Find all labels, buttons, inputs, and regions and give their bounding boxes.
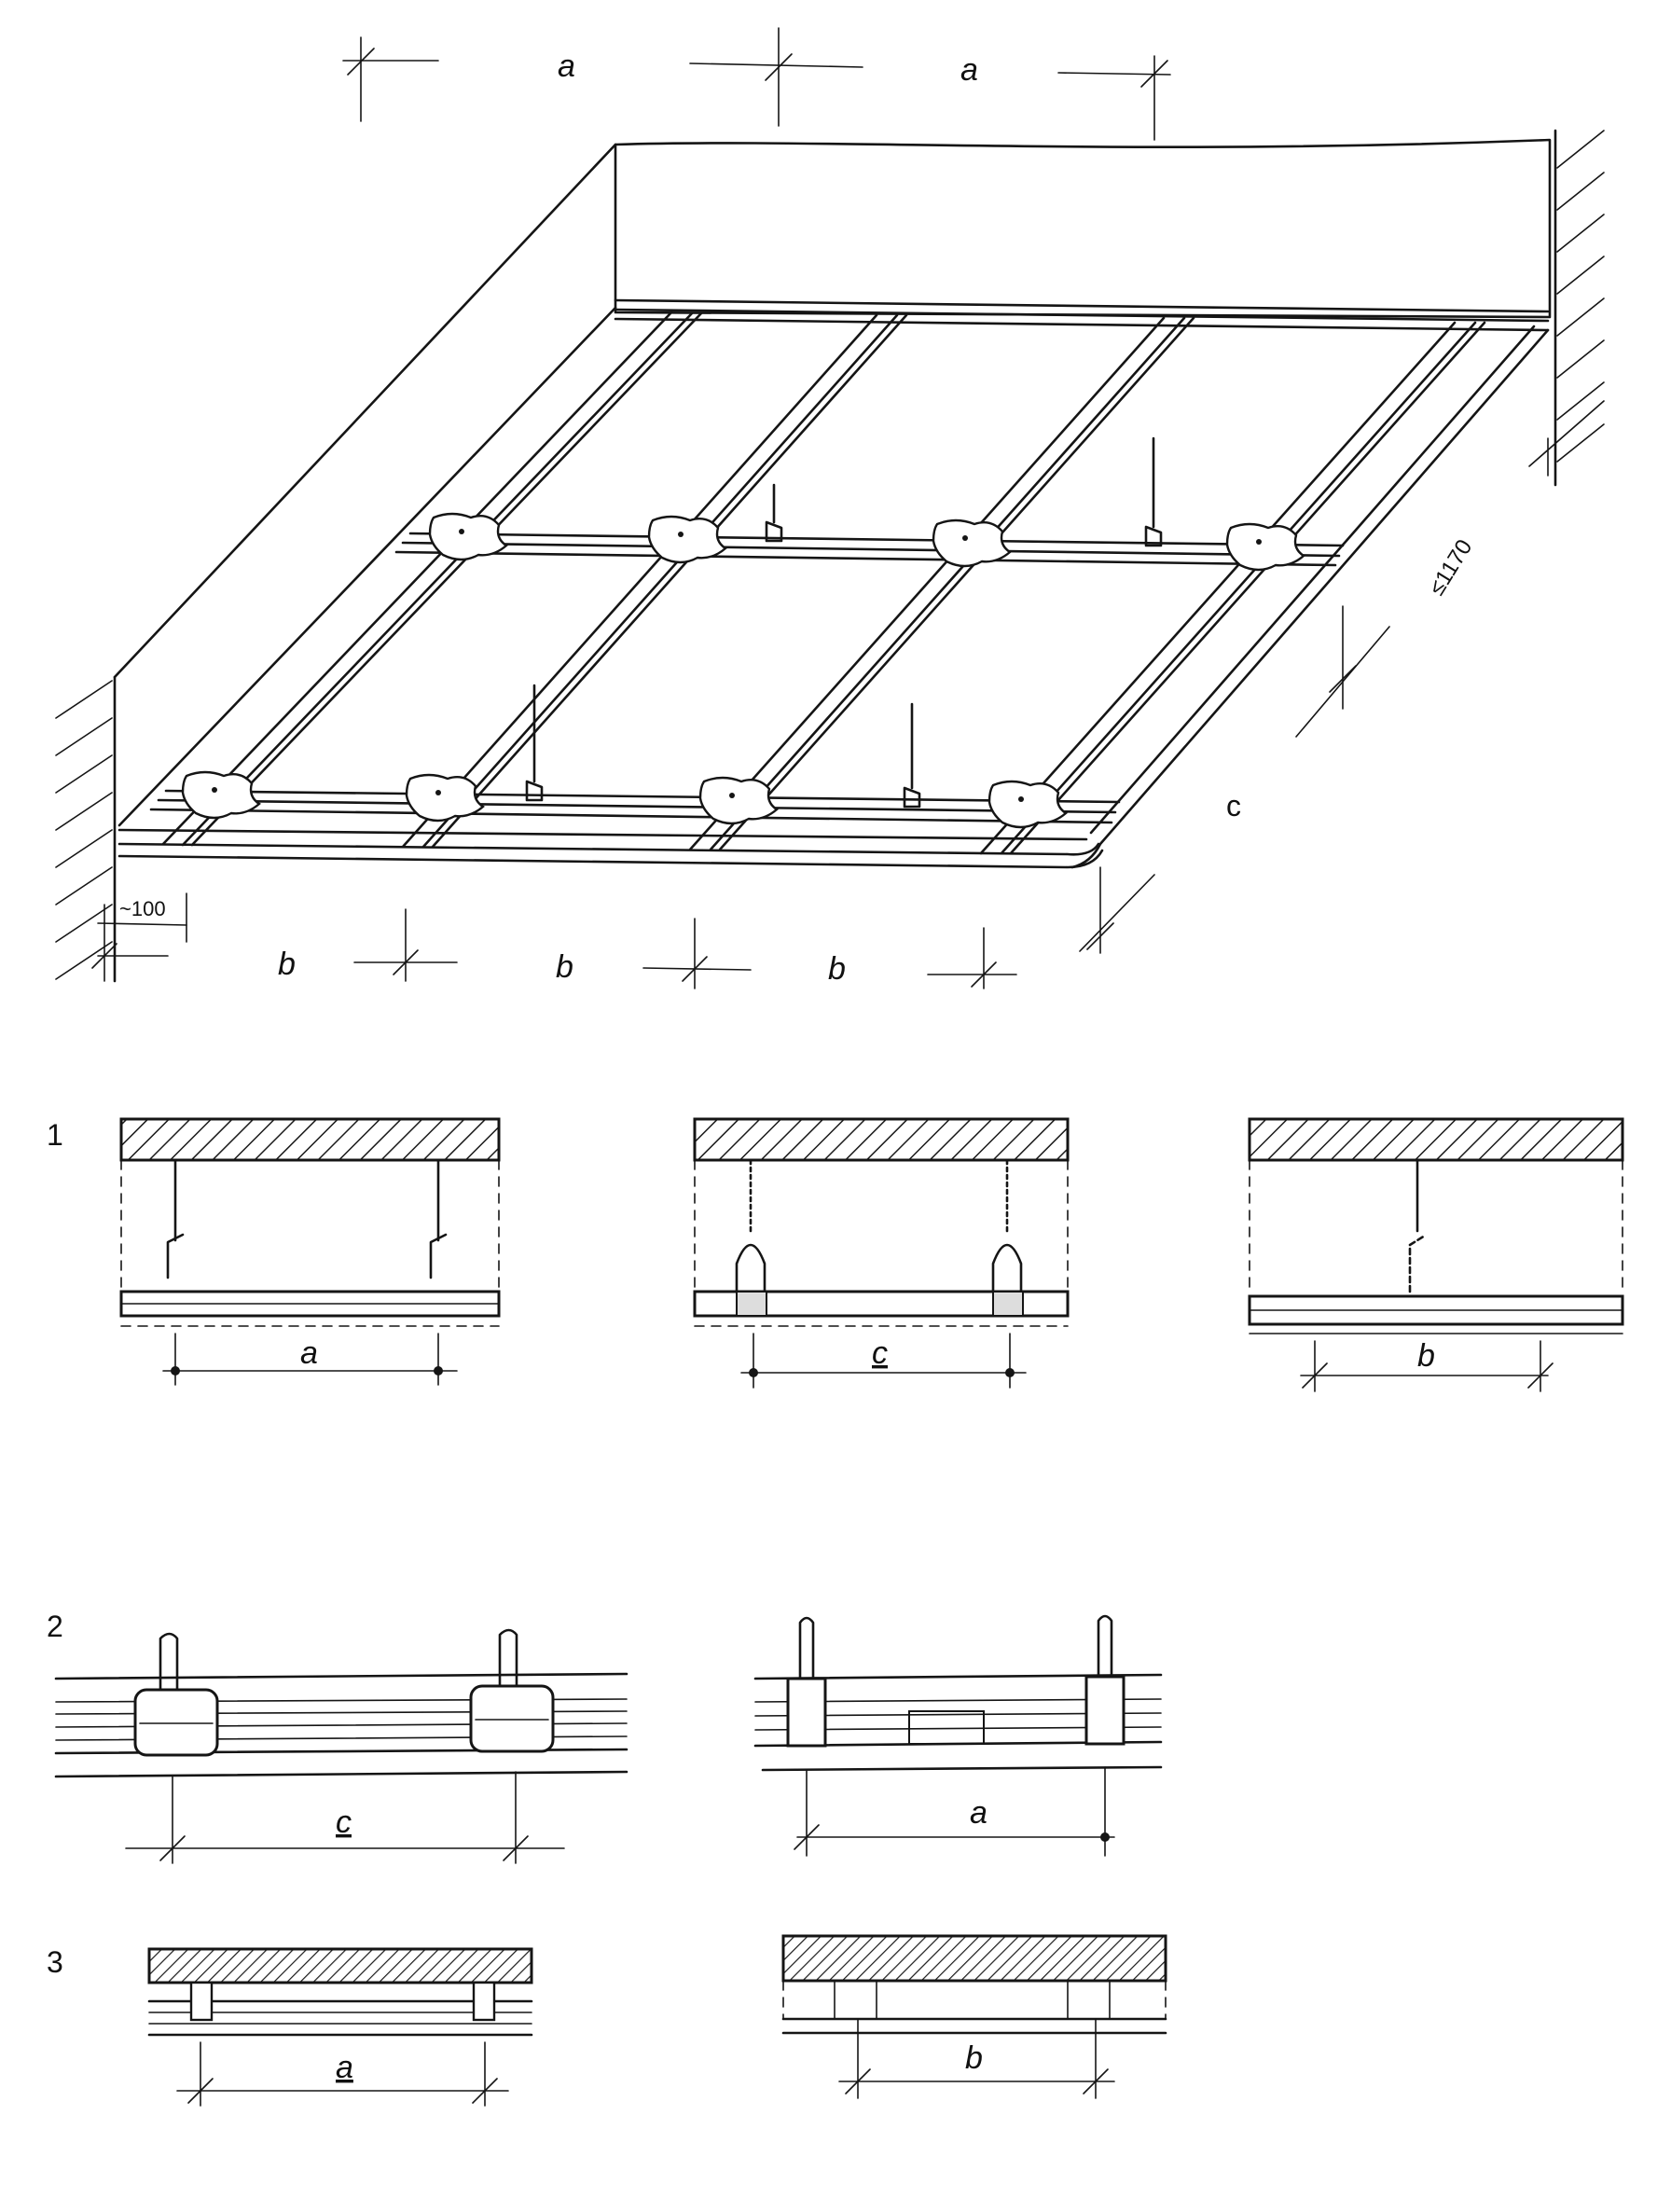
- section-number: 1: [47, 1118, 63, 1152]
- detail-dim-label: c: [872, 1335, 888, 1371]
- bottom-dim-b-2: b: [556, 949, 573, 985]
- detail-dim-label: a: [336, 2050, 353, 2085]
- section-2: 2 c: [47, 1610, 1163, 1864]
- runner-connectors: [181, 512, 1305, 829]
- hangers: [525, 436, 1163, 809]
- side-dim-c: c: [1226, 789, 1241, 823]
- main-runners: [161, 311, 1486, 855]
- left-wall: [55, 675, 117, 983]
- detail-dim-label: b: [965, 2040, 983, 2076]
- section-2-detail-c: c: [54, 1628, 628, 1864]
- front-edge: [117, 828, 1104, 869]
- top-dim-a-2: a: [960, 52, 978, 88]
- section-2-detail-a: a: [753, 1614, 1163, 1857]
- section-number: 3: [47, 1945, 63, 1979]
- detail-dim-label: c: [336, 1804, 352, 1840]
- max-span-label: ≤1170: [1424, 535, 1477, 600]
- edge-offset-label: ~100: [119, 897, 166, 920]
- detail-dim-label: a: [970, 1795, 987, 1831]
- bottom-dimension-line: [91, 892, 1017, 989]
- back-wall: [614, 138, 1552, 319]
- section-3: 3 a: [47, 1934, 1167, 2107]
- section-1-detail-a: a: [119, 1117, 501, 1386]
- section-3-detail-a: a: [147, 1947, 533, 2107]
- right-wall: [1554, 129, 1605, 487]
- back-edge-rail: [614, 298, 1550, 332]
- bottom-dim-b-1: b: [278, 947, 296, 982]
- section-1: 1 a: [47, 1117, 1624, 1392]
- detail-dim-label: a: [300, 1335, 318, 1371]
- section-3-detail-b: b: [781, 1934, 1167, 2099]
- section-1-detail-b: b: [1248, 1117, 1624, 1392]
- bottom-dim-b-3: b: [828, 951, 846, 987]
- section-1-detail-c: c: [693, 1117, 1070, 1389]
- side-dimension-line: [1079, 400, 1605, 954]
- top-dim-a-1: a: [558, 48, 575, 84]
- section-number: 2: [47, 1610, 63, 1643]
- detail-dim-label: b: [1417, 1338, 1435, 1374]
- cross-runners: [149, 532, 1345, 824]
- isometric-ceiling-view: a a b b b c ~100 ≤1170: [55, 27, 1605, 989]
- top-dimension-line: [342, 27, 1171, 141]
